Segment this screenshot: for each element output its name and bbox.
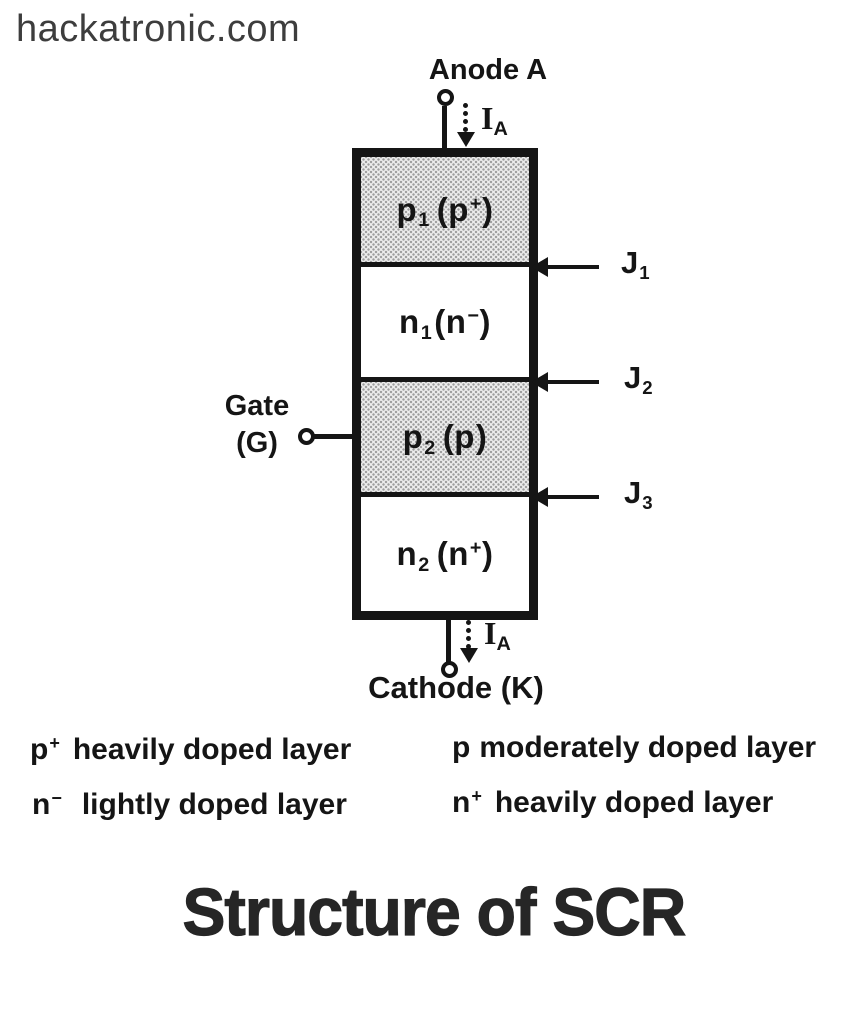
anode-label: Anode A bbox=[428, 54, 548, 86]
legend-item-p-plus: p+heavily doped layer bbox=[30, 733, 352, 766]
gate-terminal-icon bbox=[298, 428, 315, 445]
cathode-current-label: IA bbox=[484, 615, 511, 656]
cathode-label: Cathode (K) bbox=[368, 670, 544, 705]
legend-item-n-plus: n+heavily doped layer bbox=[452, 786, 774, 819]
anode-current-label: IA bbox=[481, 100, 508, 141]
scr-structure-box: p1(p+) n1(n−) p2(p) n2(n+) bbox=[352, 148, 538, 620]
legend-item-n-minus: n−lightly doped layer bbox=[32, 788, 347, 821]
junction-j3-arrow-line bbox=[547, 495, 599, 499]
current-subscript: A bbox=[493, 118, 508, 141]
current-subscript: A bbox=[496, 633, 511, 656]
anode-lead-wire bbox=[442, 106, 447, 150]
junction-j1-label: J1 bbox=[621, 245, 650, 283]
junction-j3-arrowhead-icon bbox=[531, 487, 548, 507]
anode-terminal-icon bbox=[437, 89, 454, 106]
gate-label: Gate (G) bbox=[224, 390, 290, 459]
layer-p1: p1(p+) bbox=[361, 157, 529, 267]
cathode-current-arrow bbox=[466, 620, 471, 649]
layer-p2: p2(p) bbox=[361, 382, 529, 497]
junction-j1-arrowhead-icon bbox=[531, 257, 548, 277]
page-title: Structure of SCR bbox=[182, 874, 687, 950]
current-symbol: I bbox=[481, 100, 494, 136]
junction-j2-arrow-line bbox=[547, 380, 599, 384]
layer-n2-label: n2(n+) bbox=[396, 535, 494, 576]
gate-lead-wire bbox=[314, 434, 354, 439]
layer-n1: n1(n−) bbox=[361, 267, 529, 382]
current-symbol: I bbox=[484, 615, 497, 651]
layer-n1-label: n1(n−) bbox=[399, 303, 491, 344]
junction-j3-label: J3 bbox=[624, 475, 653, 513]
cathode-terminal-icon bbox=[441, 661, 458, 678]
title-wrap: Structure of SCR bbox=[0, 874, 868, 951]
cathode-lead-wire bbox=[446, 617, 451, 663]
junction-j2-label: J2 bbox=[624, 360, 653, 398]
layer-p2-label: p2(p) bbox=[402, 418, 488, 459]
anode-current-arrowhead-icon bbox=[457, 132, 475, 147]
anode-current-arrow bbox=[463, 103, 468, 132]
layer-p1-label: p1(p+) bbox=[396, 190, 494, 232]
junction-j2-arrowhead-icon bbox=[531, 372, 548, 392]
junction-j1-arrow-line bbox=[547, 265, 599, 269]
watermark: hackatronic.com bbox=[16, 8, 301, 50]
cathode-current-arrowhead-icon bbox=[460, 648, 478, 663]
layer-n2: n2(n+) bbox=[361, 497, 529, 611]
